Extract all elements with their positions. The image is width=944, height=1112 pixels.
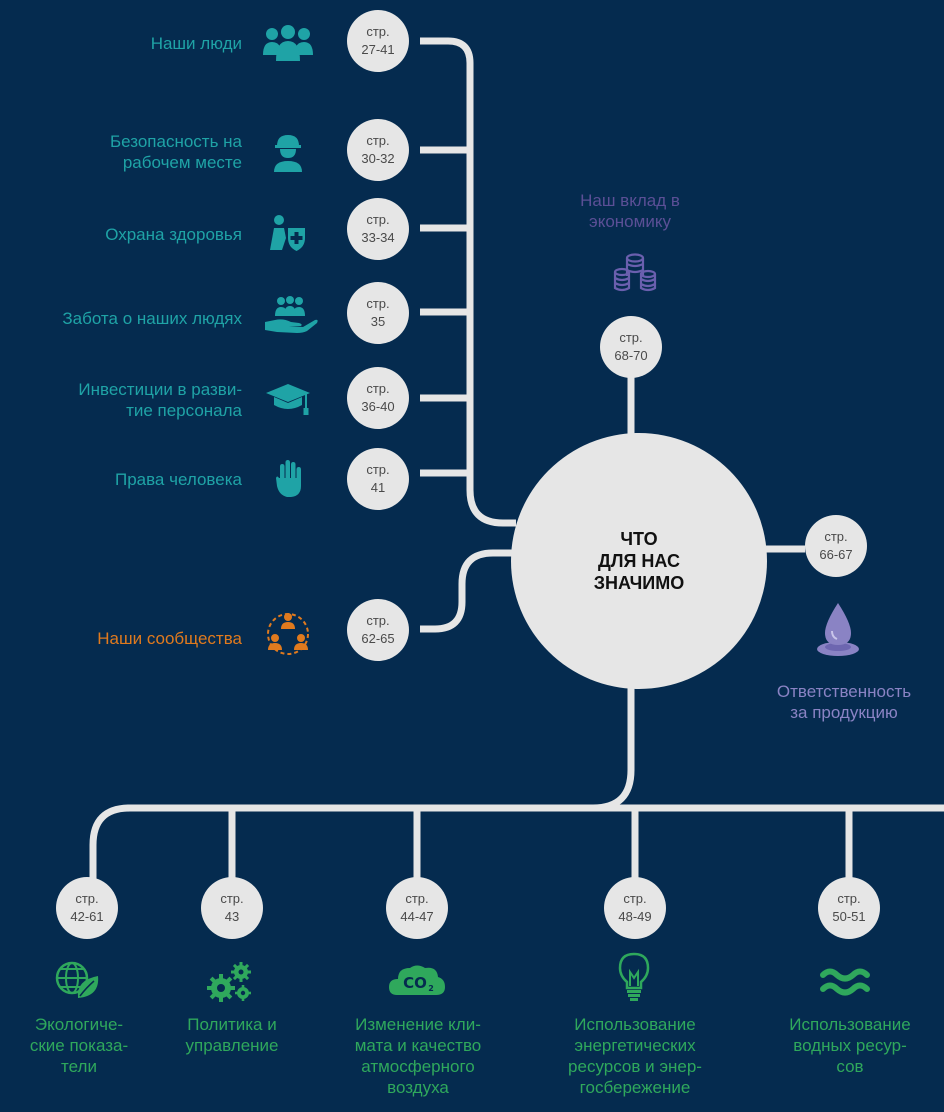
label-product: Ответственность за продукцию bbox=[776, 682, 912, 722]
page-badge-safety[interactable]: стр. 30-32 bbox=[347, 119, 409, 181]
svg-text:CO: CO bbox=[403, 974, 427, 992]
water-waves-icon bbox=[819, 965, 871, 999]
coin-stacks-icon bbox=[612, 252, 658, 292]
co2-cloud-icon: CO 2 bbox=[389, 962, 445, 998]
label-environment: Экологиче- ские показа- тели bbox=[29, 1015, 129, 1076]
label-care: Забота о наших людях bbox=[62, 309, 242, 328]
svg-text:2: 2 bbox=[428, 984, 434, 993]
hard-hat-worker-icon bbox=[272, 132, 304, 172]
hub-line2: ДЛЯ НАС bbox=[598, 551, 680, 571]
label-policy: Политика и управление bbox=[185, 1015, 279, 1055]
label-people: Наши люди bbox=[150, 34, 242, 53]
globe-leaf-icon bbox=[54, 958, 100, 1002]
page-badge-communities[interactable]: стр. 62-65 bbox=[347, 599, 409, 661]
label-communities: Наши сообщества bbox=[97, 629, 242, 648]
label-rights: Права человека bbox=[114, 470, 242, 489]
page-badge-environment[interactable]: стр. 42-61 bbox=[56, 877, 118, 939]
page-badge-economy[interactable]: стр. 68-70 bbox=[600, 316, 662, 378]
hub-line3: ЗНАЧИМО bbox=[593, 573, 685, 593]
page-badge-care[interactable]: стр. 35 bbox=[347, 282, 409, 344]
label-training: Инвестиции в разви- тие персонала bbox=[78, 380, 242, 420]
page-badge-health[interactable]: стр. 33-34 bbox=[347, 198, 409, 260]
light-bulb-icon bbox=[618, 952, 650, 1002]
people-group-icon bbox=[262, 25, 314, 63]
page-badge-energy[interactable]: стр. 48-49 bbox=[604, 877, 666, 939]
page-badge-training[interactable]: стр. 36-40 bbox=[347, 367, 409, 429]
gears-icon bbox=[207, 960, 253, 1002]
hub-line1: ЧТО bbox=[620, 529, 658, 549]
hand-holding-people-icon bbox=[263, 296, 319, 334]
label-economy: Наш вклад в экономику bbox=[580, 191, 680, 231]
page-badge-rights[interactable]: стр. 41 bbox=[347, 448, 409, 510]
graduation-cap-icon bbox=[265, 383, 311, 417]
label-energy: Использование энергетических ресурсов и … bbox=[568, 1015, 702, 1097]
page-badge-policy[interactable]: стр. 43 bbox=[201, 877, 263, 939]
community-network-icon bbox=[263, 611, 313, 657]
water-drop-icon bbox=[815, 601, 861, 659]
page-badge-climate[interactable]: стр. 44-47 bbox=[386, 877, 448, 939]
label-water: Использование водных ресур- сов bbox=[789, 1015, 911, 1076]
raised-hand-icon bbox=[275, 458, 303, 498]
connector-communities bbox=[420, 549, 516, 633]
health-shield-icon bbox=[268, 214, 308, 252]
central-hub: ЧТО ДЛЯ НАС ЗНАЧИМО bbox=[511, 433, 767, 689]
left-vertical-connector bbox=[420, 37, 516, 527]
page-badge-water[interactable]: стр. 50-51 bbox=[818, 877, 880, 939]
label-climate: Изменение кли- мата и качество атмосферн… bbox=[354, 1015, 482, 1097]
label-safety: Безопасность на рабочем месте bbox=[109, 132, 242, 172]
page-badge-product[interactable]: стр. 66-67 bbox=[805, 515, 867, 577]
connector-bottom bbox=[89, 688, 635, 880]
label-health: Охрана здоровья bbox=[105, 225, 242, 244]
page-badge-people[interactable]: стр. 27-41 bbox=[347, 10, 409, 72]
